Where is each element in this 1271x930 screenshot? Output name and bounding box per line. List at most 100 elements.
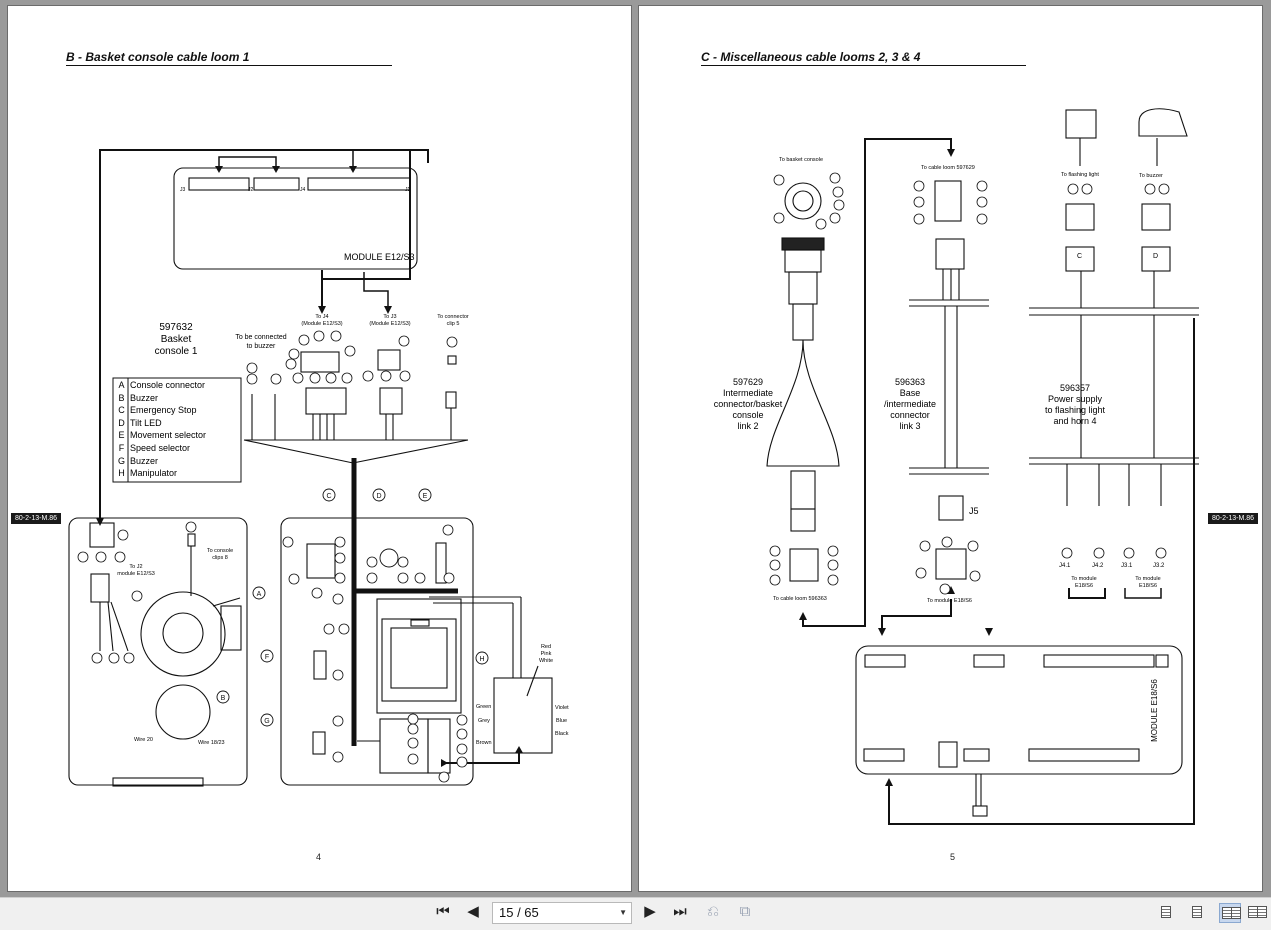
svg-text:G: G <box>264 718 269 725</box>
to-module-e18-note: To module E18/S6 <box>927 598 972 604</box>
go-forward-icon[interactable]: ⧉ <box>739 903 751 920</box>
legend-key: F <box>118 442 125 453</box>
part-name-line-2: console 1 <box>154 346 198 357</box>
to-j4-line-2: (Module E12/S3) <box>301 321 343 327</box>
j-label: J4.2 <box>1092 563 1104 569</box>
to-j3-line-2: (Module E12/S3) <box>369 321 411 327</box>
to-j3-note: To J3 (Module E12/S3) <box>360 314 420 328</box>
connector-c-label: C <box>1077 253 1083 260</box>
svg-text:E: E <box>423 493 428 500</box>
wire-color-pink: Pink <box>540 651 552 657</box>
legend-key: E <box>118 430 125 441</box>
cable-596357-label: 596357 Power supply to flashing light an… <box>1035 383 1115 427</box>
side-reference-tag-right: 80-2-13-M.86 <box>1208 513 1259 524</box>
part-name-line: connector/basket <box>713 399 783 409</box>
part-name-line-1: Basket <box>160 334 192 345</box>
to-j3-line-1: To J3 <box>383 314 397 320</box>
wire-color-brown: Brown <box>476 740 492 746</box>
continuous-view-icon[interactable] <box>1187 903 1209 923</box>
legend-key: A <box>118 380 125 390</box>
first-page-icon[interactable]: ⏮ <box>436 903 450 920</box>
two-page-continuous-view-icon[interactable] <box>1246 903 1268 923</box>
j5-label: J5 <box>969 506 979 516</box>
to-j2-line-1: To J2 <box>129 564 143 570</box>
wire-18-23-label: Wire 18/23 <box>198 740 225 746</box>
to-module-line: To module <box>1071 576 1097 582</box>
to-module-line: To module <box>1135 576 1161 582</box>
to-j2-note: To J2 module E12/S3 <box>106 564 166 578</box>
to-j4-line-1: To J4 <box>315 314 329 320</box>
connector-label-j3: J3 <box>180 187 186 193</box>
wire-color-red: Red <box>540 644 552 650</box>
part-name-line: Intermediate <box>722 388 774 398</box>
module-label-e12: MODULE E12/S3 <box>344 252 415 262</box>
to-j2-line-2: module E12/S3 <box>117 571 155 577</box>
legend-key: C <box>118 405 125 416</box>
connector-label-j2: J2 <box>248 187 254 193</box>
to-clips8-line-2: clips 8 <box>212 555 228 561</box>
module-label-e18: MODULE E18/S6 <box>1149 679 1159 742</box>
right-document-page: C - Miscellaneous cable looms 2, 3 & 4 <box>638 5 1263 892</box>
last-page-icon[interactable]: ⏭ <box>673 903 687 920</box>
part-name-line: /intermediate <box>883 399 937 409</box>
to-buzzer-line-1: To be connected <box>235 334 287 341</box>
to-buzzer-note-right: To buzzer <box>1139 173 1163 179</box>
part-number-597629: 597629 <box>732 377 764 387</box>
chevron-down-icon[interactable]: ▼ <box>619 908 627 917</box>
part-name-line: and horn 4 <box>1053 416 1097 426</box>
to-module-b-note: To module E18/S6 <box>1123 576 1173 590</box>
previous-page-icon[interactable]: ◀ <box>467 903 479 920</box>
wire-colors-top: Red Pink White <box>534 644 558 665</box>
part-name-line: Base <box>899 388 921 398</box>
part-name-line: Power supply <box>1047 394 1103 404</box>
legend-key: B <box>118 392 125 403</box>
to-buzzer-note: To be connected to buzzer <box>226 333 296 351</box>
to-clip5-line-2: clip 5 <box>446 321 460 327</box>
legend-key: H <box>118 468 125 479</box>
to-loom-597629-note: To cable loom 597629 <box>921 165 975 171</box>
cable-597629-label: 597629 Intermediate connector/basket con… <box>703 377 793 432</box>
pdf-viewer-toolbar <box>0 897 1271 930</box>
part-name-line: link 3 <box>899 421 921 431</box>
to-basket-console-note: To basket console <box>779 157 824 163</box>
svg-text:A: A <box>257 591 262 598</box>
part-name-line: connector <box>890 410 930 420</box>
to-clip5-line-1: To connector <box>437 314 469 320</box>
go-back-icon[interactable]: ⎌ <box>706 903 719 920</box>
two-page-view-icon[interactable] <box>1219 903 1241 923</box>
legend-value: Console connector <box>130 380 206 390</box>
side-reference-tag-left: 80-2-13-M.86 <box>11 513 62 524</box>
legend-key: D <box>118 417 125 428</box>
single-page-view-icon[interactable] <box>1156 903 1178 923</box>
to-module-a-note: To module E18/S6 <box>1059 576 1109 590</box>
page-number-input[interactable]: 15 / 65 ▼ <box>492 902 632 924</box>
svg-text:C: C <box>326 493 331 500</box>
part-number-596363: 596363 <box>894 377 926 387</box>
wire-color-white: White <box>538 658 554 664</box>
wire-color-grey: Grey <box>478 718 490 724</box>
left-document-page: B - Basket console cable loom 1 <box>7 5 632 892</box>
j-label: J3.1 <box>1121 563 1133 569</box>
svg-text:B: B <box>221 695 226 702</box>
basket-console-label: 597632 Basket console 1 <box>138 322 214 358</box>
svg-text:F: F <box>265 654 269 661</box>
to-clips8-line-1: To console <box>206 548 234 554</box>
part-number-596357: 596357 <box>1059 383 1091 393</box>
connector-label-j4: J4 <box>300 187 306 193</box>
wiring-diagram-right <box>766 108 1199 825</box>
wire-20-label: Wire 20 <box>134 737 153 743</box>
wire-color-violet: Violet <box>555 705 569 711</box>
next-page-icon[interactable]: ▶ <box>644 903 656 920</box>
part-name-line: to flashing light <box>1044 405 1106 415</box>
page-title-left: B - Basket console cable loom 1 <box>66 50 392 66</box>
svg-text:D: D <box>376 493 381 500</box>
